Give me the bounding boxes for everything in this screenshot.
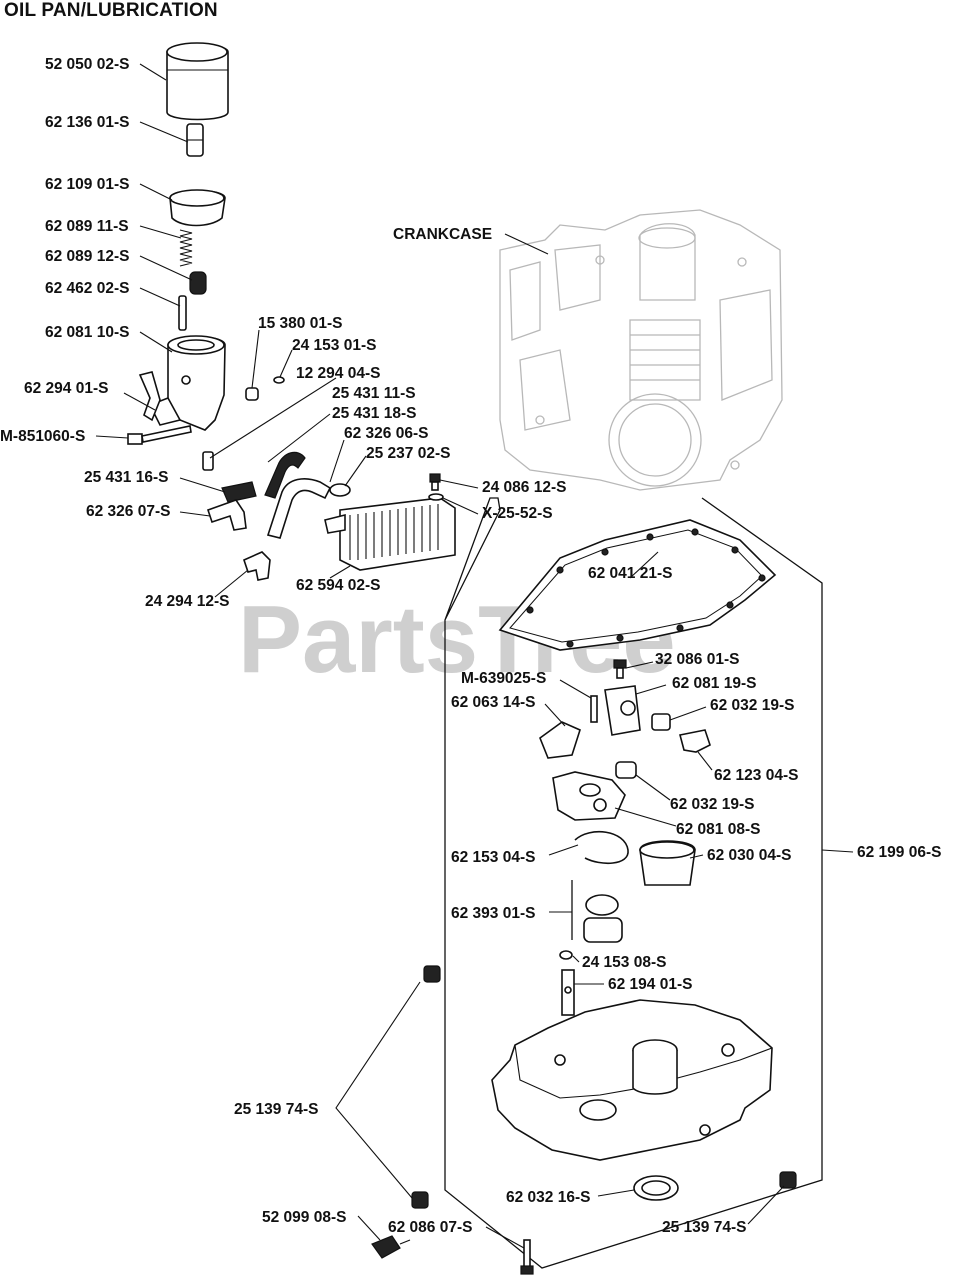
label-62-081-19: 62 081 19-S	[672, 675, 756, 692]
label-52-050-02: 52 050 02-S	[45, 56, 129, 73]
label-25-139-74-left: 25 139 74-S	[234, 1101, 318, 1118]
relief-spring-part[interactable]	[179, 229, 193, 267]
label-25-431-16: 25 431 16-S	[84, 469, 168, 486]
label-25-431-11: 25 431 11-S	[332, 385, 416, 402]
pump-shaft-part[interactable]	[561, 969, 575, 1016]
washer-part[interactable]	[428, 493, 444, 501]
filter-adapter-part[interactable]	[169, 189, 226, 227]
label-62-081-10: 62 081 10-S	[45, 324, 129, 341]
o-ring-tiny-part[interactable]	[559, 950, 573, 960]
relief-plunger-part[interactable]	[189, 271, 207, 295]
oil-pump-part[interactable]	[552, 771, 626, 821]
o-ring-small-part[interactable]	[273, 376, 285, 384]
drain-plug-lower-part[interactable]	[411, 1191, 429, 1209]
screw-part[interactable]	[429, 473, 441, 491]
oil-pan-gasket-part[interactable]	[498, 519, 777, 651]
crankcase-illustration	[499, 209, 783, 491]
label-62-123-04: 62 123 04-S	[714, 767, 798, 784]
pin-part[interactable]	[178, 295, 187, 331]
label-62-063-14: 62 063 14-S	[451, 694, 535, 711]
label-15-380-01: 15 380 01-S	[258, 315, 342, 332]
pump-cover-part[interactable]	[639, 840, 696, 886]
pickup-bracket-part[interactable]	[604, 685, 641, 736]
hose-upper-part[interactable]	[264, 451, 306, 499]
label-62-294-01: 62 294 01-S	[24, 380, 108, 397]
label-62-086-07: 62 086 07-S	[388, 1219, 472, 1236]
plug-lower-part[interactable]	[615, 761, 637, 779]
part-labels: 52 050 02-S 62 136 01-S 62 109 01-S 62 0…	[0, 56, 941, 1236]
oil-seal-part[interactable]	[633, 1175, 679, 1201]
gear-rotor-part[interactable]	[571, 880, 623, 943]
drain-plug-right-part[interactable]	[779, 1171, 797, 1189]
label-25-237-02: 25 237 02-S	[366, 445, 450, 462]
elbow-pipe-part[interactable]	[138, 371, 161, 422]
label-32-086-01: 32 086 01-S	[655, 651, 739, 668]
label-62-199-06: 62 199 06-S	[857, 844, 941, 861]
label-52-099-08: 52 099 08-S	[262, 1209, 346, 1226]
filter-housing-part[interactable]	[148, 335, 226, 431]
hose-short-part[interactable]	[206, 499, 247, 531]
label-62-326-06: 62 326 06-S	[344, 425, 428, 442]
pump-bolt-part[interactable]	[590, 695, 598, 723]
mounting-bolt-part[interactable]	[127, 425, 192, 445]
hose-clamp-part[interactable]	[329, 483, 351, 497]
label-62-081-08: 62 081 08-S	[676, 821, 760, 838]
oil-cooler-part[interactable]	[324, 497, 456, 571]
label-62-153-04: 62 153 04-S	[451, 849, 535, 866]
label-25-431-18: 25 431 18-S	[332, 405, 416, 422]
label-62-032-19-lower: 62 032 19-S	[670, 796, 754, 813]
oil-pan-part[interactable]	[491, 999, 773, 1161]
page-title: OIL PAN/LUBRICATION	[4, 0, 218, 21]
dowel-pin-part[interactable]	[245, 387, 259, 401]
label-62-194-01: 62 194 01-S	[608, 976, 692, 993]
label-62-393-01: 62 393 01-S	[451, 905, 535, 922]
label-62-030-04: 62 030 04-S	[707, 847, 791, 864]
label-62-032-19-upper: 62 032 19-S	[710, 697, 794, 714]
label-24-153-08: 24 153 08-S	[582, 954, 666, 971]
label-m-851060: M-851060-S	[0, 428, 85, 445]
label-62-089-11: 62 089 11-S	[45, 218, 129, 235]
long-bolt-part[interactable]	[520, 1239, 534, 1275]
label-x-25-52: X-25-52-S	[482, 505, 553, 522]
crankcase-label: CRANKCASE	[393, 226, 492, 243]
label-62-032-16: 62 032 16-S	[506, 1189, 590, 1206]
drain-plug-upper-part[interactable]	[423, 965, 441, 983]
elbow-tube-part[interactable]	[679, 729, 711, 753]
label-62-109-01: 62 109 01-S	[45, 176, 129, 193]
leader-lines	[95, 63, 854, 1249]
oil-filter-part[interactable]	[166, 42, 229, 121]
label-12-294-04: 12 294 04-S	[296, 365, 380, 382]
elbow-fitting-part[interactable]	[243, 551, 271, 581]
label-24-086-12: 24 086 12-S	[482, 479, 566, 496]
label-25-139-74-right: 25 139 74-S	[662, 1219, 746, 1236]
label-24-294-12: 24 294 12-S	[145, 593, 229, 610]
label-m-639025: M-639025-S	[461, 670, 546, 687]
filter-nipple-part[interactable]	[186, 123, 204, 157]
label-62-089-12: 62 089 12-S	[45, 248, 129, 265]
plug-upper-part[interactable]	[651, 713, 671, 731]
label-24-153-01: 24 153 01-S	[292, 337, 376, 354]
oil-sensor-part[interactable]	[371, 1235, 411, 1259]
screw-small-part[interactable]	[613, 659, 627, 679]
label-62-041-21: 62 041 21-S	[588, 565, 672, 582]
label-62-594-02: 62 594 02-S	[296, 577, 380, 594]
hose-lower-part[interactable]	[221, 481, 257, 503]
bracket-part[interactable]	[539, 721, 581, 759]
hose-long-part[interactable]	[266, 478, 332, 539]
label-62-136-01: 62 136 01-S	[45, 114, 129, 131]
o-ring-large-part[interactable]	[574, 831, 629, 865]
label-62-462-02: 62 462 02-S	[45, 280, 129, 297]
label-62-326-07: 62 326 07-S	[86, 503, 170, 520]
fitting-part[interactable]	[202, 451, 214, 471]
